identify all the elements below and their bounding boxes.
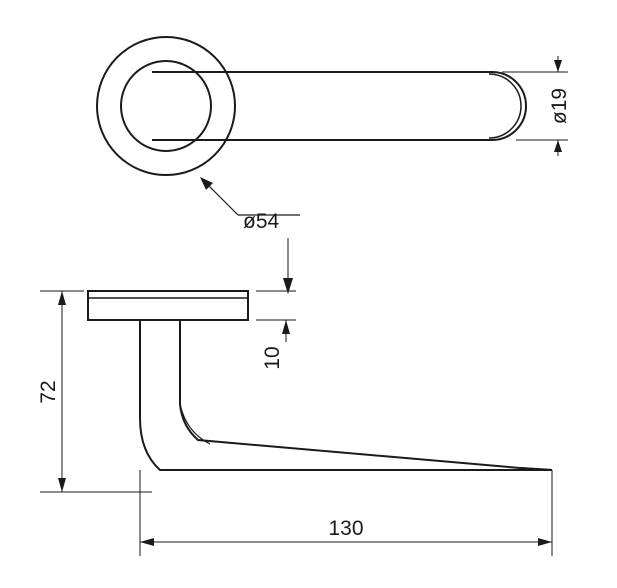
handle-height-label: 72 <box>37 380 60 403</box>
rose-diameter-label: ø54 <box>243 210 280 233</box>
handle-length-label: 130 <box>328 517 363 540</box>
handle-height-dimension <box>40 290 152 493</box>
rose-plate-outline <box>87 290 249 321</box>
lever-diameter-label: ø19 <box>548 88 571 124</box>
lever-lower-profile <box>139 320 552 471</box>
d19-arrow-bottom <box>554 140 562 152</box>
lever-diameter-dimension <box>502 56 568 156</box>
d54-arrow <box>200 177 213 190</box>
d130-arrow-right <box>538 538 552 546</box>
lever-upper-profile <box>179 320 553 471</box>
lever-end-inner-arc <box>488 73 522 139</box>
lever-tip-edge <box>519 467 553 471</box>
handle-length-dimension <box>139 470 553 556</box>
rose-projection-line <box>283 238 293 294</box>
rose-inner-circle <box>120 60 212 152</box>
projection-arrow <box>283 278 293 294</box>
d72-arrow-bottom <box>58 478 66 492</box>
lever-bend-detail <box>179 403 211 445</box>
rose-thickness-dimension <box>256 290 296 342</box>
side-view-group <box>87 290 553 471</box>
d72-arrow-top <box>58 291 66 305</box>
d10-arrow <box>282 320 290 334</box>
rose-thickness-label: 10 <box>261 346 284 369</box>
lever-end-cap <box>491 71 527 141</box>
d19-arrow-top <box>554 60 562 72</box>
d130-arrow-left <box>140 538 154 546</box>
rose-diameter-leader <box>200 177 300 216</box>
rose-outer-circle <box>96 36 236 176</box>
top-view-group <box>96 36 527 176</box>
